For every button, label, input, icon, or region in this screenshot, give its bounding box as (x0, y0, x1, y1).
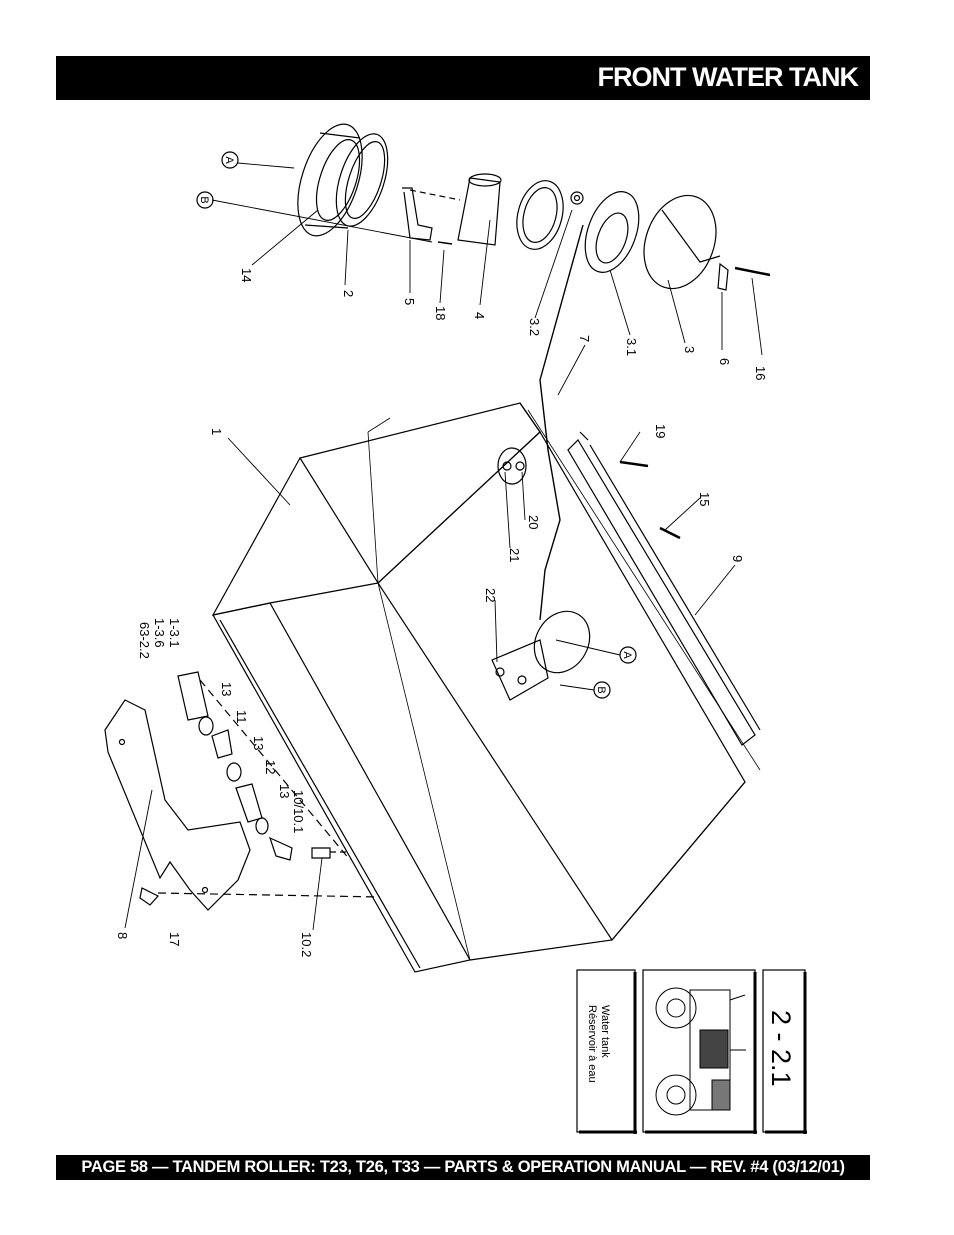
part-label-19: 19 (653, 424, 668, 438)
inset-section-number: 2 - 2.1 (766, 1010, 796, 1087)
part-label-13: 13 (219, 682, 234, 696)
bracket-and-valve (104, 671, 381, 911)
inset-caption-en: Water tank (599, 1005, 611, 1058)
part-label-2: 2 (341, 290, 356, 297)
mounting-rail (567, 431, 761, 746)
part-label-10-2: 10.2 (299, 932, 314, 957)
part-label-1: 1 (209, 428, 224, 435)
callout-a-label: A (223, 156, 235, 164)
kit-label-2: 1-3.6 (152, 618, 167, 648)
water-tank-body (211, 402, 761, 973)
part-label-4: 4 (472, 312, 487, 319)
part-label-16: 16 (753, 366, 768, 380)
part-label-3: 3 (682, 346, 697, 353)
callout-b-label: B (595, 686, 607, 693)
leader-lines (124, 162, 763, 931)
part-label-20: 20 (526, 515, 541, 529)
inset-caption-fr: Réservoir à eau (586, 1005, 598, 1083)
tank-fittings (491, 447, 591, 701)
flange-assembly (297, 123, 771, 621)
callout-b-label: B (198, 196, 210, 203)
part-label-3-2: 3.2 (527, 318, 542, 336)
part-label-13: 13 (277, 784, 292, 798)
part-label-6: 6 (717, 358, 732, 365)
part-label-9: 9 (730, 555, 745, 562)
part-label-12: 12 (263, 760, 278, 774)
callout-circles (196, 151, 637, 699)
part-label-7: 7 (577, 335, 592, 342)
callout-a-label: A (621, 651, 633, 659)
part-label-3-1: 3.1 (624, 338, 639, 356)
part-label-14: 14 (239, 268, 254, 282)
kit-label-1: 1-3.1 (167, 618, 182, 648)
part-label-11: 11 (234, 710, 249, 724)
part-label-21: 21 (507, 548, 522, 562)
page-title: FRONT WATER TANK (597, 62, 859, 92)
kit-label-3: 63-2.2 (137, 622, 152, 659)
footer-text: PAGE 58 — TANDEM ROLLER: T23, T26, T33 —… (81, 1158, 845, 1176)
part-label-13: 13 (251, 736, 266, 750)
part-label-8: 8 (115, 932, 130, 939)
part-label-5: 5 (402, 298, 417, 305)
part-number-labels: 14 2 5 18 4 3.2 7 3.1 3 6 16 1 19 15 9 2… (115, 268, 768, 957)
page-header: FRONT WATER TANK (56, 56, 870, 100)
part-label-10-10-1: 10/10.1 (291, 790, 306, 833)
page-footer: PAGE 58 — TANDEM ROLLER: T23, T26, T33 —… (56, 1155, 870, 1180)
part-label-17: 17 (167, 932, 182, 946)
part-label-15: 15 (697, 492, 712, 506)
part-label-22: 22 (483, 588, 498, 602)
machine-reference-inset: Water tank Réservoir à eau 2 - 2.1 (576, 969, 807, 1134)
roller-machine-icon (655, 987, 746, 1116)
part-label-18: 18 (433, 306, 448, 320)
